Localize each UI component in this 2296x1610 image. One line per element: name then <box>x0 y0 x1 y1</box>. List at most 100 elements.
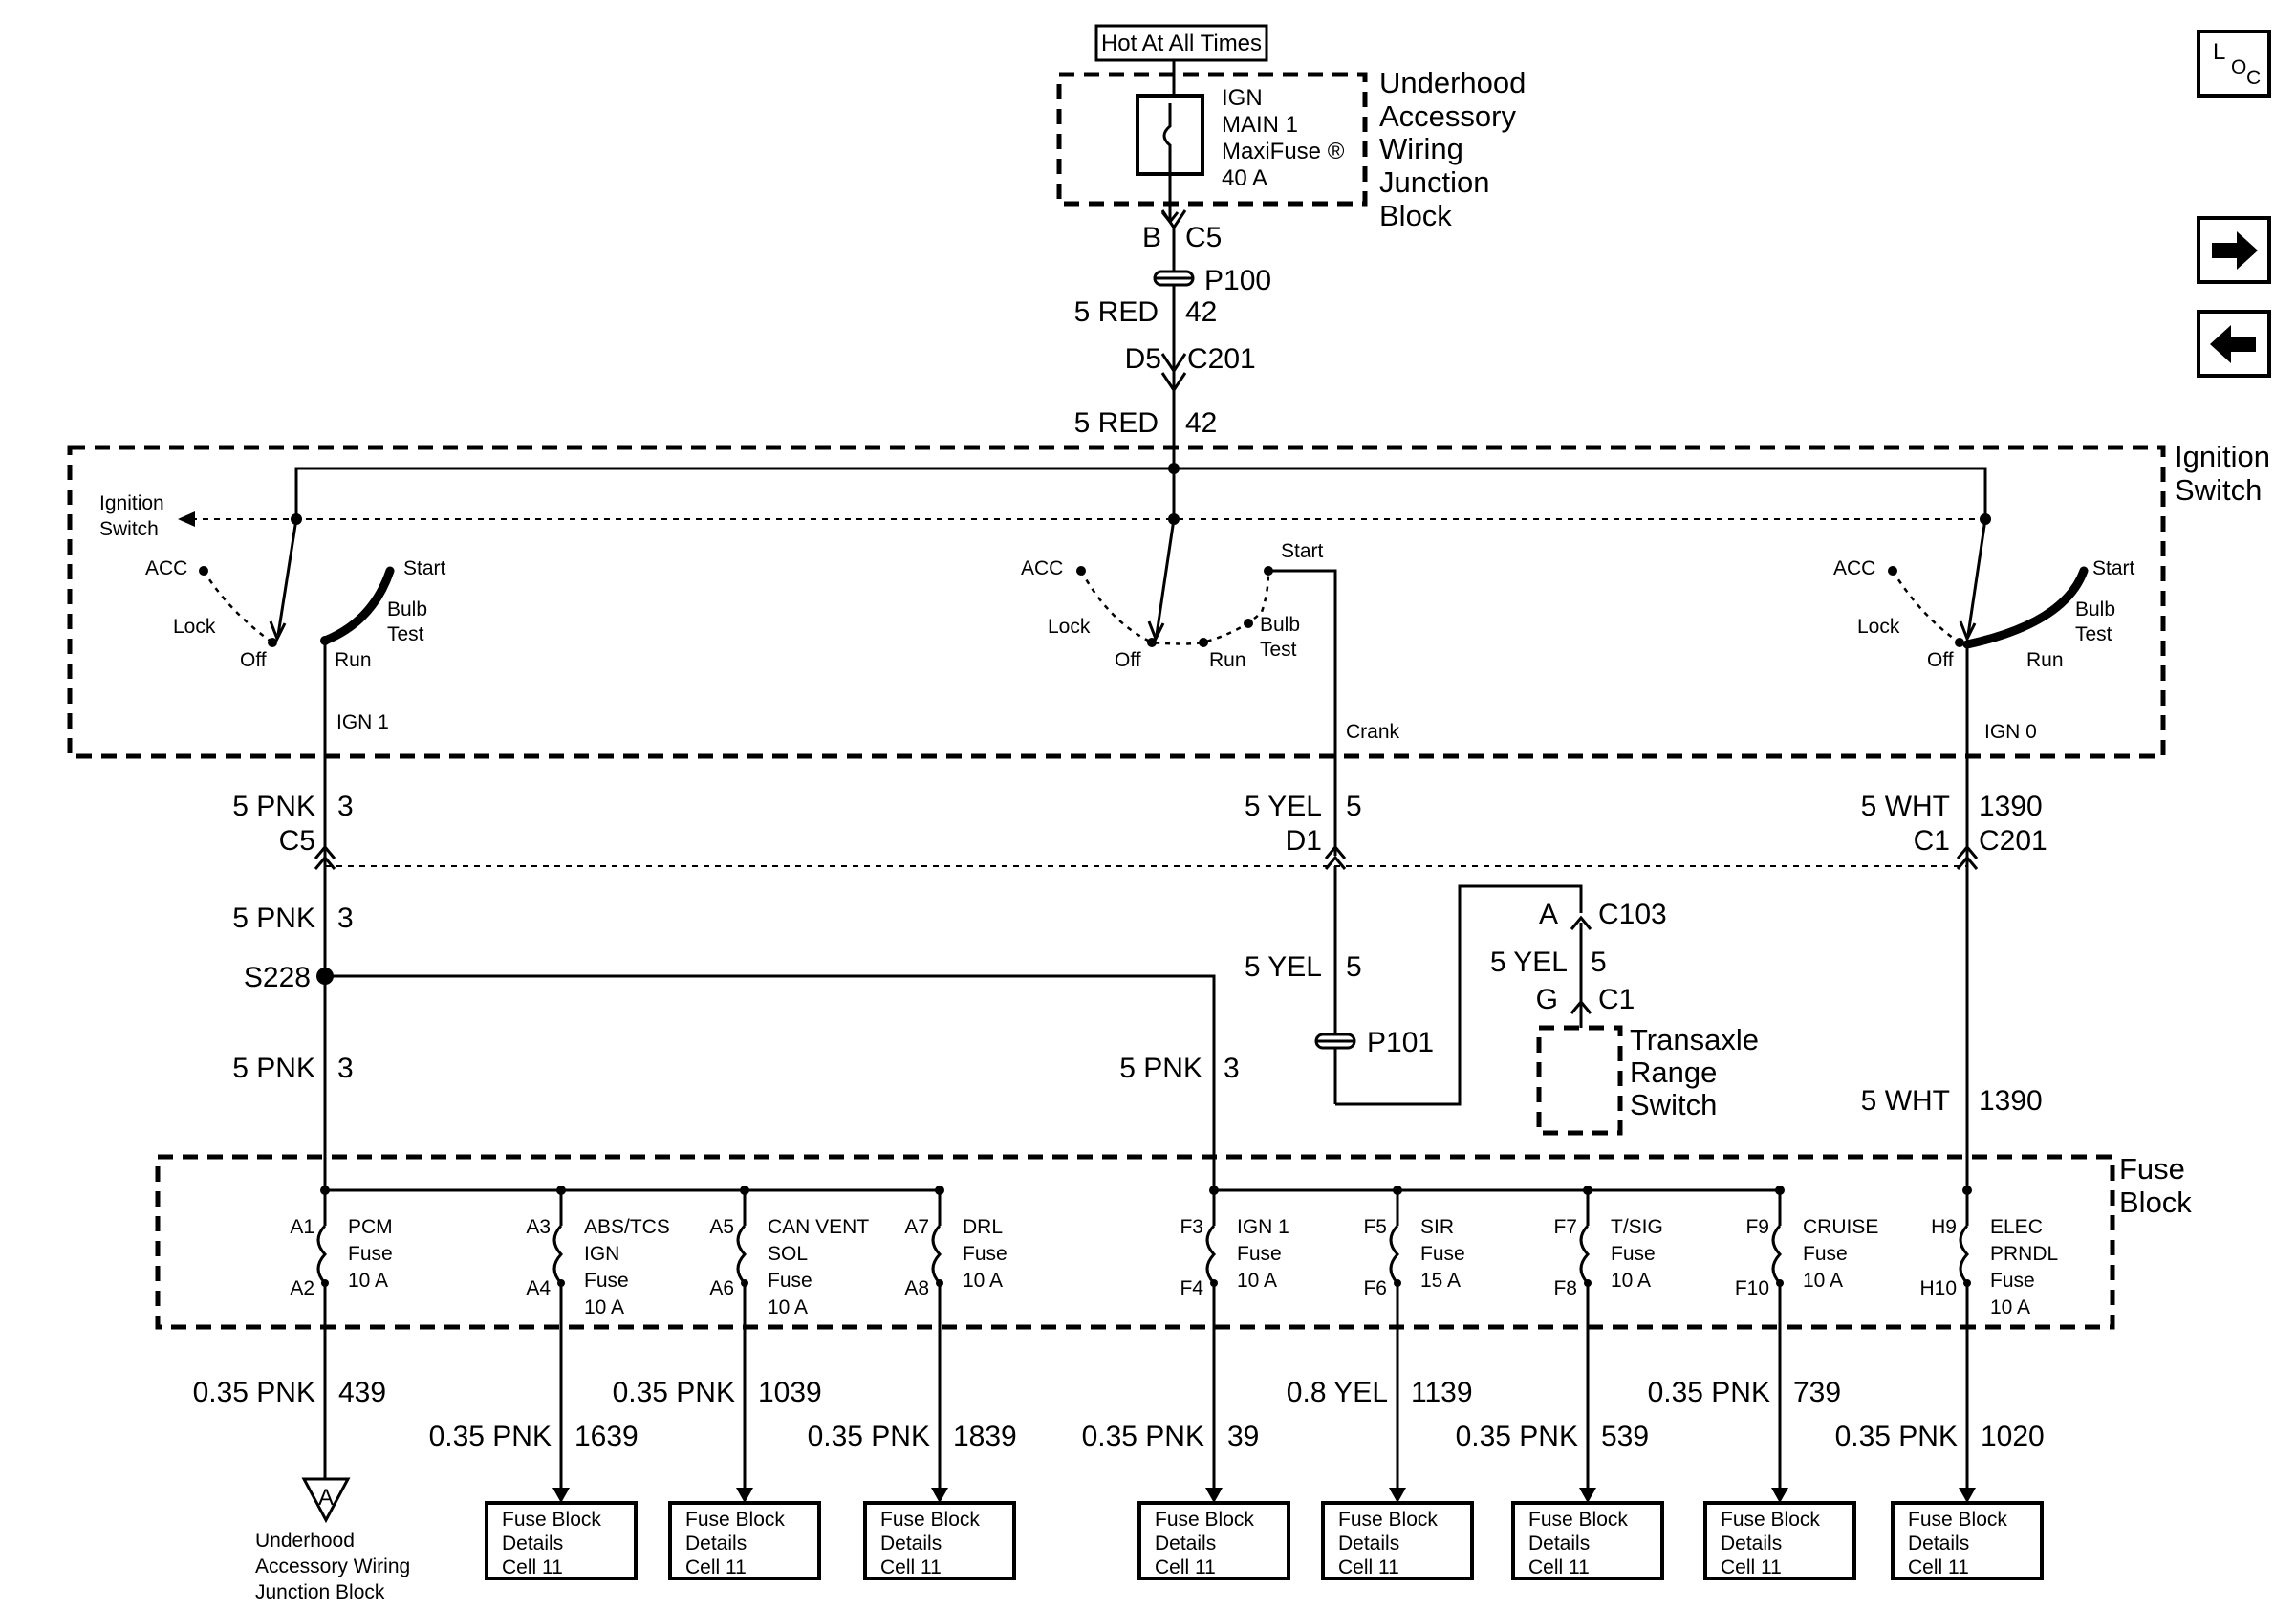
trs-connector: C1 <box>1598 984 1635 1015</box>
fuse-out-pin: F6 <box>1363 1277 1387 1299</box>
arrow-down-icon <box>1959 1488 1976 1503</box>
pos-bulb-2b: Test <box>1260 639 1297 661</box>
details-line: Cell 11 <box>880 1556 942 1578</box>
output-wire-color: 0.35 PNK <box>613 1377 735 1408</box>
output-wire-color: 0.35 PNK <box>1648 1377 1770 1408</box>
fuse-element-icon <box>1771 1224 1783 1285</box>
linkage-pointer <box>178 511 195 527</box>
details-line: Cell 11 <box>1338 1556 1399 1578</box>
junction-ref-line-2: Accessory Wiring <box>255 1556 410 1577</box>
fuse-in-pin: H9 <box>1931 1216 1957 1238</box>
pos-start-2: Start <box>1281 540 1324 562</box>
output-wire-circuit: 1020 <box>1981 1421 2045 1452</box>
arrow-right-icon <box>2212 231 2258 270</box>
output-wire-circuit: 739 <box>1793 1377 1841 1408</box>
pos-acc-1: ACC <box>145 557 187 579</box>
sw-wht-color: 5 WHT <box>1861 791 1950 822</box>
fuse-label-line: 10 A <box>1990 1296 2030 1318</box>
output-wire-circuit: 1039 <box>758 1377 822 1408</box>
pos-run-3: Run <box>2026 649 2064 671</box>
fuse-label-line: 10 A <box>348 1270 388 1292</box>
details-line: Cell 11 <box>1528 1556 1590 1578</box>
fuse-label-line: SOL <box>768 1243 808 1265</box>
fuse-block-outline <box>155 1154 2115 1330</box>
maxifuse-line-3: MaxiFuse ® <box>1222 139 1345 164</box>
output-ign0: IGN 0 <box>1984 721 2037 743</box>
ignition-switch-outline <box>67 445 2166 759</box>
ignition-pointer-label-1: Ignition <box>99 492 164 514</box>
details-line: Fuse Block <box>1721 1509 1820 1531</box>
details-line: Cell 11 <box>502 1556 563 1578</box>
location-button[interactable]: L O C <box>2197 30 2271 98</box>
mid-wht-circuit: 1390 <box>1979 1085 2043 1117</box>
c103-pin: A <box>1539 899 1558 930</box>
fuse-label-line: CRUISE <box>1803 1216 1878 1238</box>
transaxle-range-switch-outline <box>1536 1025 1623 1136</box>
fuse-label-line: 10 A <box>963 1270 1003 1292</box>
fuse-block-title-2: Block <box>2119 1186 2192 1219</box>
pos-start-3: Start <box>2092 557 2135 579</box>
c5-pin: B <box>1142 222 1161 253</box>
sw-pnk-connector: C5 <box>279 825 315 857</box>
sw-yel-circuit: 5 <box>1346 791 1362 822</box>
fuse-label-line: Fuse <box>1990 1270 2035 1292</box>
pos-start-1: Start <box>403 557 446 579</box>
fuse-label-line: Fuse <box>584 1270 629 1292</box>
fuse-label-line: Fuse <box>1803 1243 1848 1265</box>
details-line: Fuse Block <box>685 1509 785 1531</box>
pos-run-1: Run <box>335 649 372 671</box>
fuse-out-pin: A4 <box>526 1277 551 1299</box>
details-line: Details <box>880 1533 942 1555</box>
junction-ref-line-3: Junction Block <box>255 1581 385 1603</box>
fuse-in-pin: F5 <box>1363 1216 1387 1238</box>
fuse-label-line: Fuse <box>1611 1243 1656 1265</box>
fuse-in-pin: A7 <box>904 1216 929 1238</box>
fuse-out-pin: A2 <box>290 1277 314 1299</box>
fuse-out-pin: F10 <box>1735 1277 1769 1299</box>
output-wire-color: 0.35 PNK <box>193 1377 315 1408</box>
arrow-down-icon <box>931 1488 948 1503</box>
s228-label: S228 <box>244 962 311 993</box>
mid-pnk3-color: 5 PNK <box>1119 1053 1202 1084</box>
next-page-button[interactable] <box>2197 216 2271 284</box>
fuse-label-line: Fuse <box>768 1270 812 1292</box>
sw-wht-pin: C1 <box>1914 825 1950 857</box>
details-line: Cell 11 <box>1908 1556 1969 1578</box>
trs-wire-circuit: 5 <box>1591 946 1607 978</box>
output-wire-color: 0.35 PNK <box>1456 1421 1578 1452</box>
c201-name: C201 <box>1187 343 1256 375</box>
crank-wire <box>1268 569 1337 856</box>
details-line: Fuse Block <box>1528 1509 1628 1531</box>
pos-lock-3: Lock <box>1857 616 1900 638</box>
maxifuse-symbol <box>1162 103 1172 168</box>
trs-pin: G <box>1536 984 1558 1015</box>
p100-label: P100 <box>1204 265 1271 296</box>
maxifuse-line-4: 40 A <box>1222 165 1267 191</box>
switch-section-crank: ACC Lock Off Run Start Bulb Test Crank <box>1021 518 1400 856</box>
previous-page-button[interactable] <box>2197 310 2271 378</box>
details-line: Fuse Block <box>1908 1509 2007 1531</box>
mid-pnk2-circuit: 3 <box>337 1053 354 1084</box>
output-wire-color: 0.35 PNK <box>1835 1421 1958 1452</box>
details-line: Cell 11 <box>1155 1556 1216 1578</box>
hot-label-box <box>1094 24 1268 62</box>
details-line: Details <box>685 1533 747 1555</box>
feed-wire2-circuit: 42 <box>1185 407 1217 439</box>
fuse-label-line: IGN <box>584 1243 619 1265</box>
trs-title-1: Transaxle <box>1630 1023 1759 1056</box>
